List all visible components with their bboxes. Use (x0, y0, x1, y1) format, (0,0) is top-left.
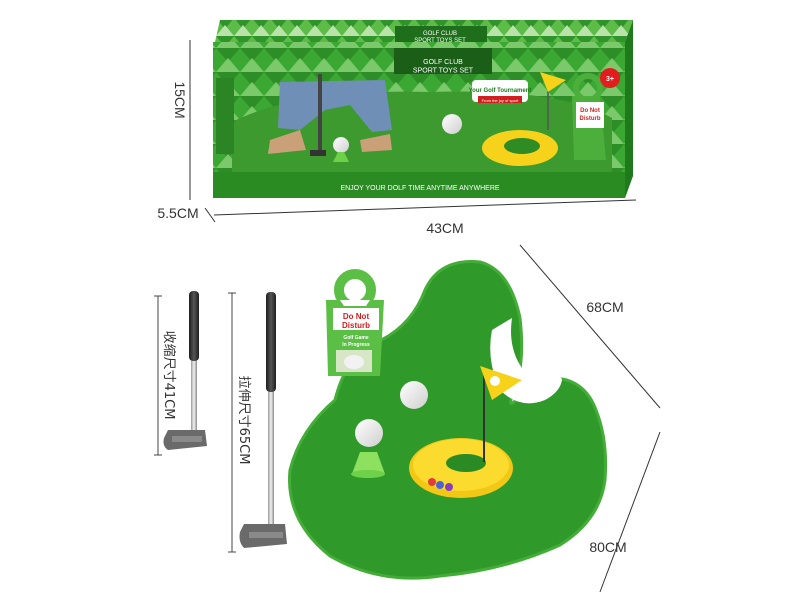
box-flag (540, 72, 566, 92)
door-hanger-line2: Disturb (342, 321, 370, 330)
box-tee (333, 152, 349, 162)
door-hanger (326, 269, 384, 376)
long-putter-label: 拉伸尺寸65CM (236, 376, 251, 465)
box-dimension-lines (189, 40, 637, 223)
box-hanger-line1: Do Not (580, 108, 600, 114)
box-golf-ball (442, 114, 462, 134)
box-side-face (625, 20, 633, 198)
box-age-badge (600, 68, 620, 88)
golf-ball-on-tee (355, 419, 383, 447)
box-top-label (395, 26, 487, 42)
mat-dimension-lines (519, 244, 661, 593)
dimension-mat-length: 80CM (589, 539, 626, 555)
dimension-depth: 5.5CM (157, 205, 198, 221)
short-putter-label: 收缩尺寸41CM (161, 331, 177, 420)
golf-tee (352, 452, 385, 474)
flag (480, 366, 522, 400)
box-bottom-band (213, 172, 625, 198)
box-person-photo (268, 74, 392, 156)
dimension-height: 15CM (172, 81, 188, 118)
box-age-text: 3+ (606, 76, 614, 83)
product-box (213, 20, 633, 198)
box-door-hanger (572, 73, 606, 160)
door-hanger-line1: Do Not (343, 312, 370, 321)
hole-cup (409, 438, 513, 498)
box-golf-ball-tee (333, 137, 349, 153)
dimension-width: 43CM (426, 220, 463, 236)
door-hanger-line3: Golf Game (343, 335, 369, 341)
short-putter (154, 291, 207, 456)
box-badge-sub: From the joy of sport (482, 98, 520, 103)
golf-ball (400, 381, 428, 409)
dimension-mat-width: 68CM (586, 299, 623, 315)
long-putter (228, 292, 287, 553)
box-left-strip (216, 78, 234, 154)
box-badge-text: Your Golf Tournament (469, 88, 532, 94)
box-front-title-block (394, 48, 492, 74)
box-tagline: ENJOY YOUR DOLF TIME ANYTIME ANYWHERE (340, 185, 499, 192)
box-hanger-line2: Disturb (580, 116, 601, 122)
door-hanger-line4: In Progress (342, 342, 370, 348)
